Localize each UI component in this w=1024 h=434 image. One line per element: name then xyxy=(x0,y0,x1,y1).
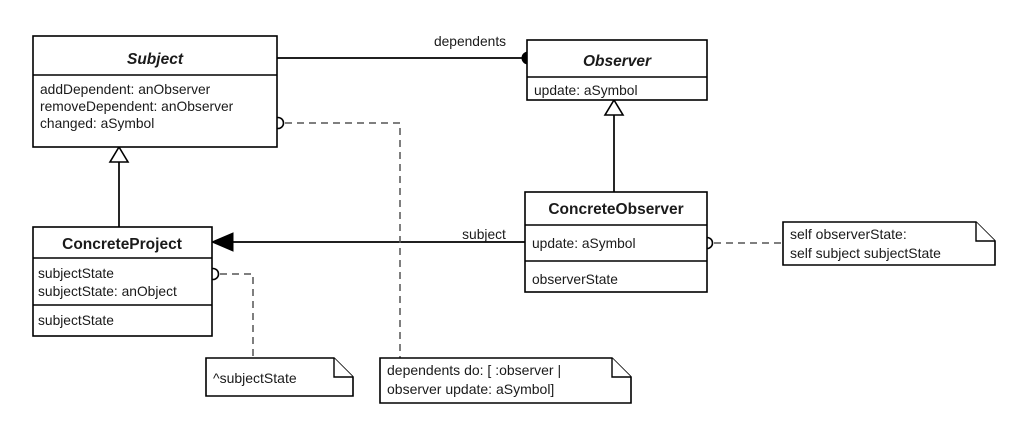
note-dependents-do-fold xyxy=(611,358,631,378)
class-box-concrete-project[interactable]: ConcreteProject subjectState subjectStat… xyxy=(32,226,213,337)
class-box-observer[interactable]: Observer update: aSymbol xyxy=(526,39,708,101)
filled-arrow-marker-concreteproject xyxy=(210,232,234,252)
class-box-subject[interactable]: Subject addDependent: anObserver removeD… xyxy=(32,35,278,148)
note-dependents-do-line-2: observer update: aSymbol] xyxy=(387,381,554,397)
note-dependents-do[interactable]: dependents do: [ :observer | observer up… xyxy=(379,357,632,404)
class-concreteproject-operation-2: subjectState: anObject xyxy=(38,284,177,299)
edge-label-subject: subject xyxy=(462,227,506,242)
class-subject-operation-1: addDependent: anObserver xyxy=(40,82,211,97)
relation-concreteobserver-subject-association[interactable] xyxy=(210,232,525,252)
note-anchor-line-subject-state xyxy=(220,273,254,358)
class-concreteobserver-attribute-1: observerState xyxy=(532,272,618,287)
class-concreteproject-title: ConcreteProject xyxy=(62,236,182,253)
class-subject-operation-2: removeDependent: anObserver xyxy=(40,99,234,114)
note-dependents-do-line-1: dependents do: [ :observer | xyxy=(387,362,561,378)
open-triangle-marker-observer xyxy=(603,98,625,116)
relation-concreteobserver-generalization[interactable] xyxy=(603,98,625,192)
class-concreteproject-frame xyxy=(32,226,213,337)
class-concreteobserver-operation-1: update: aSymbol xyxy=(532,236,636,251)
relation-concreteproject-generalization[interactable] xyxy=(108,145,130,227)
note-observer-state-frame xyxy=(782,221,996,266)
class-subject-operation-3: changed: aSymbol xyxy=(40,116,154,131)
class-observer-frame xyxy=(526,39,708,101)
class-observer-operation-1: update: aSymbol xyxy=(534,83,638,98)
class-concreteproject-operation-1: subjectState xyxy=(38,266,114,281)
class-concreteproject-attribute-1: subjectState xyxy=(38,313,114,328)
class-box-concrete-observer[interactable]: ConcreteObserver update: aSymbol observe… xyxy=(524,191,708,293)
class-concreteobserver-title: ConcreteObserver xyxy=(548,201,683,218)
note-observer-state-fold xyxy=(975,222,995,242)
note-observer-state-line-1: self observerState: xyxy=(790,226,907,242)
note-subject-state[interactable]: ^subjectState xyxy=(205,357,354,397)
note-observer-state[interactable]: self observerState: self subject subject… xyxy=(782,221,996,266)
relation-concreteobserver-note-link[interactable] xyxy=(700,236,784,250)
note-subject-state-fold xyxy=(333,358,353,378)
class-observer-title: Observer xyxy=(583,53,652,70)
open-triangle-marker-subject xyxy=(108,145,130,163)
relation-concreteproject-note-link[interactable] xyxy=(206,267,254,359)
relation-subject-changed-note-link[interactable] xyxy=(271,116,401,359)
class-concreteobserver-frame xyxy=(524,191,708,293)
note-dependents-do-frame xyxy=(379,357,632,404)
note-observer-state-line-2: self subject subjectState xyxy=(790,245,941,261)
relation-subject-observer-association[interactable] xyxy=(277,51,535,65)
class-subject-frame xyxy=(32,35,278,148)
note-subject-state-frame xyxy=(205,357,354,397)
note-subject-state-line-1: ^subjectState xyxy=(213,370,297,386)
class-subject-title: Subject xyxy=(127,51,184,68)
note-anchor-line-dependents-do xyxy=(285,122,401,358)
edge-label-dependents: dependents xyxy=(434,34,506,49)
